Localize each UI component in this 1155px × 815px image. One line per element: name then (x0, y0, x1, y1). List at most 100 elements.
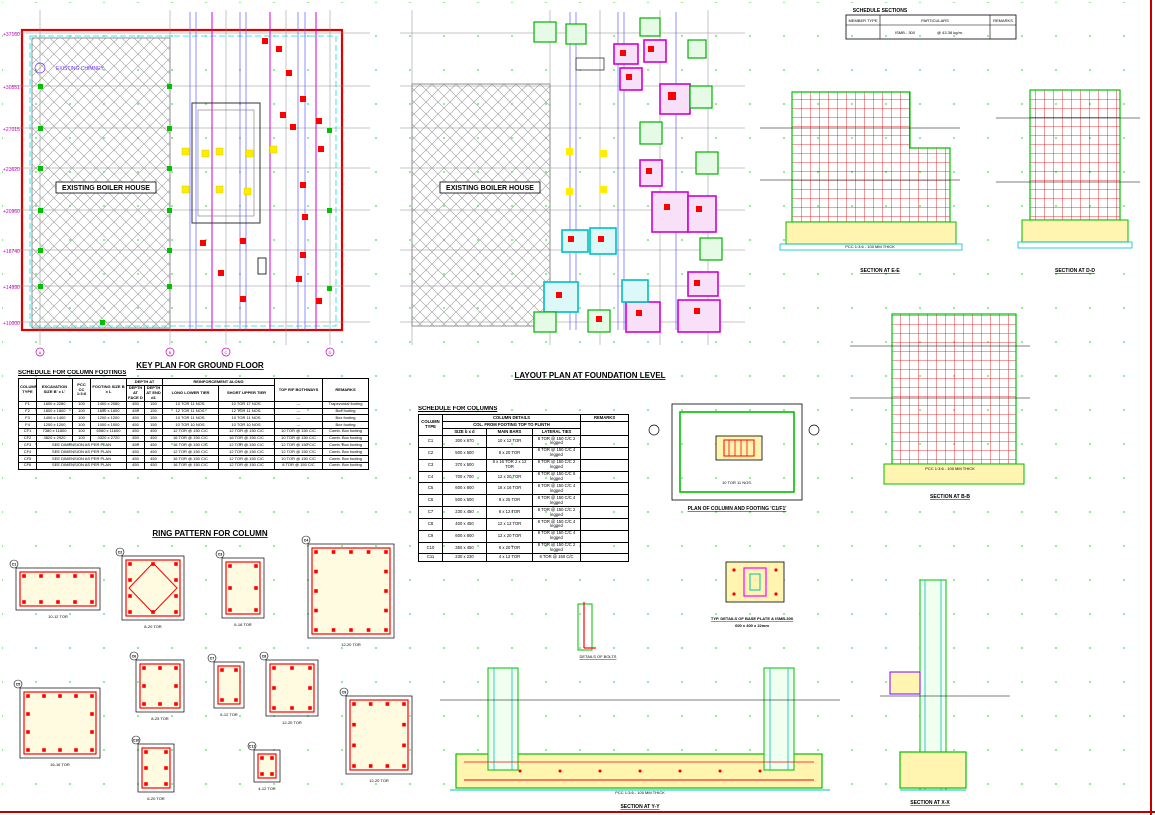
table-cell: 12 TOR @ 150 C/C (217, 441, 276, 450)
ring-bar (290, 706, 294, 710)
ring-tag-bubble (13, 679, 23, 689)
ss-h-remarks: REMARKS (993, 18, 1013, 23)
table-cell: 10 TOR @ 150 C/C (274, 427, 324, 436)
table-cell: F4 (18, 421, 37, 429)
table-cell: 450 (144, 434, 163, 443)
base-plate-size: 600 x 400 x 22mm (735, 623, 769, 628)
ring-item: C76-12 TOR (207, 653, 245, 717)
ring-tag-bubble (131, 735, 141, 745)
table-cell: CF1 (18, 427, 37, 436)
table-cell: Comb. Box footing (322, 455, 370, 463)
table-cell: SEE DIMENSION AS PER PLAN (36, 448, 127, 456)
table-cell: 1600 x 1600 (90, 407, 127, 416)
ring-bar (174, 594, 178, 598)
ring-tie (217, 665, 241, 705)
table-cell: 450 (126, 448, 145, 456)
footing-header: COLUMN TYPE (18, 378, 37, 402)
ring-bar (73, 574, 77, 578)
section-x-x-title: SECTION AT X-X (910, 800, 950, 806)
level-0: +37160 (3, 32, 20, 38)
footing-header: PCC CC 1:3:6 (72, 378, 91, 402)
table-cell: 700 x 700 (442, 470, 487, 484)
table-cell: C10 (418, 541, 443, 555)
ring-tag: C11 (249, 745, 255, 749)
ring-bars-label: 6-12 TOR (220, 712, 238, 717)
ring-bar (402, 722, 406, 727)
base-plate-title: TYP. DETAILS OF BASE PLATE & ISMB-300 (711, 616, 794, 621)
ring-bar (174, 702, 178, 706)
ring-bars-label: 6-16 TOR (234, 622, 252, 627)
table-cell: 8 TOR @ 150 C/C 4 legged (531, 529, 582, 543)
ring-tag: C10 (133, 739, 140, 743)
ring-bar (384, 628, 388, 632)
table-cell: 12 TOR @ 150 C/C (217, 455, 276, 463)
ring-bar (22, 574, 26, 578)
section-b-b-title: SECTION AT B-B (930, 494, 970, 500)
table-cell: 400 x 450 (442, 517, 487, 531)
table-cell: 3320 x 2720 (90, 434, 127, 443)
key-plan-title: KEY PLAN FOR GROUND FLOOR (136, 361, 264, 370)
table-cell (580, 458, 630, 472)
ring-tie (139, 663, 181, 709)
ring-bar (42, 748, 46, 752)
ring-tag-bubble (207, 653, 217, 663)
section-b-b: PCC 1:3:6 - 100 MM THICK SECTION AT B-B (850, 313, 1030, 500)
ring-outer (307, 543, 395, 639)
table-cell (580, 541, 630, 555)
table-cell: 450 (144, 427, 163, 436)
table-cell: 8 TOR @ 150 C/C 2 legged (531, 435, 582, 448)
ring-bar (260, 772, 264, 776)
table-cell (580, 529, 630, 543)
ring-tag-bubble (301, 535, 311, 545)
section-y-y-title: SECTION AT Y-Y (620, 804, 660, 810)
table-cell: 3820 x 2920 (36, 434, 73, 443)
table-cell: 370 x 500 (442, 458, 487, 472)
ring-bar (352, 702, 356, 706)
table-cell: 10 x 12 TOR (486, 435, 533, 448)
ring-bar (39, 574, 43, 578)
ring-outer (345, 695, 413, 775)
table-cell: 12 TOR @ 150 C/C (162, 448, 219, 456)
table-cell: --- (274, 414, 324, 423)
table-cell: 1200 x 1200 (90, 414, 127, 423)
table-cell (580, 482, 630, 496)
table-cell: 450 (126, 414, 145, 423)
ring-bar (384, 608, 388, 613)
level-5: +18740 (3, 249, 20, 255)
table-cell: C5 (418, 482, 443, 496)
table-cell: Comb. Box footing (322, 441, 370, 450)
ring-bar (74, 748, 78, 752)
ring-bar (74, 694, 78, 698)
ring-bar (26, 694, 30, 698)
ring-tag: C5 (16, 683, 21, 687)
ring-bar (384, 569, 388, 574)
footing-schedule-title: SCHEDULE FOR COLUMN FOOTINGS (18, 370, 127, 376)
table-cell: 450 (126, 427, 145, 436)
table-cell: 1000 x 1000 (90, 421, 127, 429)
ring-tie (125, 559, 181, 617)
table-cell: C3 (418, 458, 443, 472)
table-cell: C11 (418, 553, 443, 562)
ring-tag-bubble (129, 651, 139, 661)
col-h-details: COLUMN DETAILS (441, 413, 582, 423)
table-cell: 450 (144, 461, 163, 470)
table-cell: 450 (144, 441, 163, 450)
table-cell: C2 (418, 446, 443, 460)
ring-item: C28-20 TOR (115, 547, 185, 629)
table-cell: C4 (418, 470, 443, 484)
table-cell: 450 (144, 455, 163, 463)
section-d-d-title: SECTION AT D-D (1055, 268, 1095, 274)
ring-bar (314, 608, 318, 613)
ring-tie (257, 753, 277, 779)
footing-header: REMARKS (322, 378, 370, 402)
